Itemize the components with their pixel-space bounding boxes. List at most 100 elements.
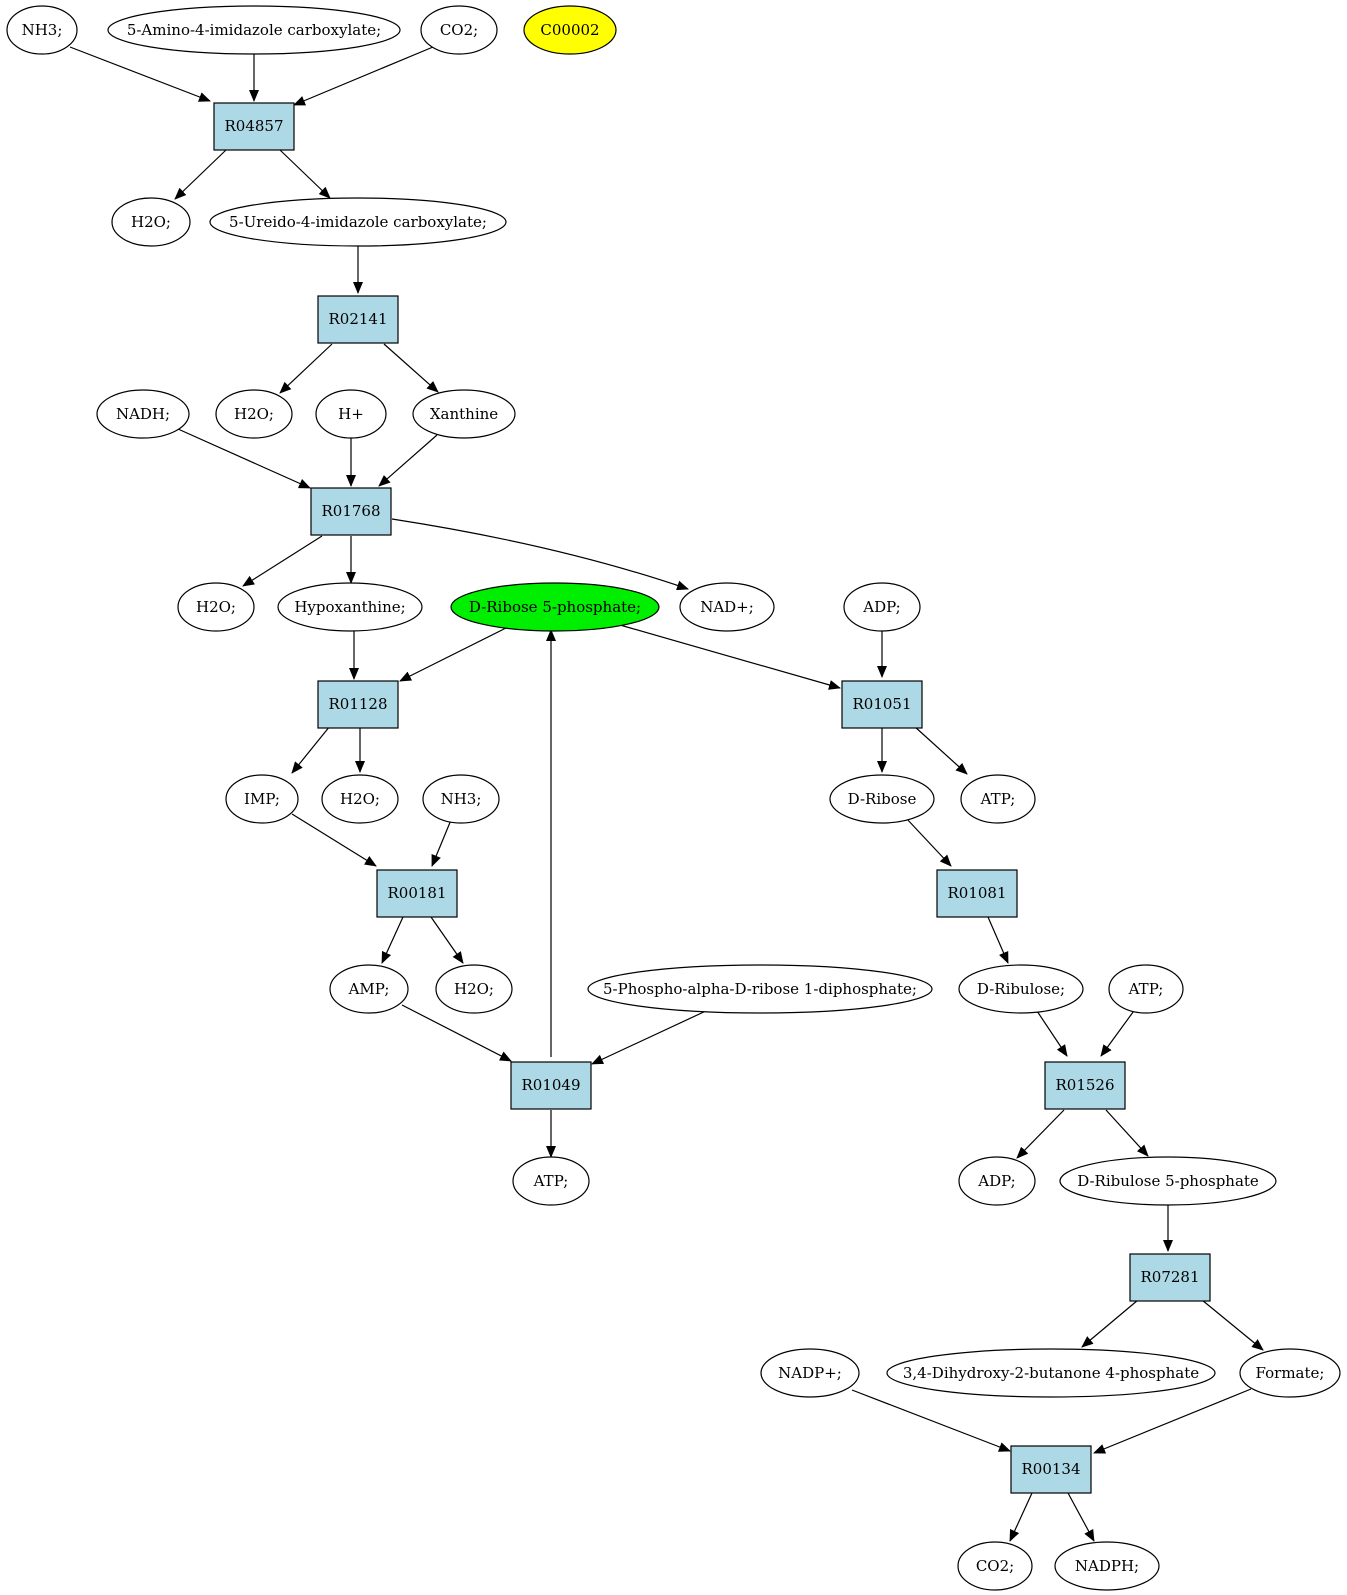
- reaction-label: R01128: [328, 695, 387, 713]
- compound-nh3-top[interactable]: NH3;: [6, 5, 78, 55]
- reaction-r01128[interactable]: R01128: [317, 680, 399, 729]
- compound-label: H2O;: [340, 790, 380, 808]
- compound-hypoxanthine[interactable]: Hypoxanthine;: [277, 582, 423, 632]
- compound-label: Xanthine: [430, 405, 498, 423]
- compound-h2o-1[interactable]: H2O;: [111, 197, 191, 247]
- reaction-r02141[interactable]: R02141: [317, 295, 399, 344]
- compound-nad-plus[interactable]: NAD+;: [679, 582, 775, 632]
- compound-label: D-Ribose: [848, 790, 917, 808]
- edge-r07281-to-formate: [1201, 1299, 1264, 1351]
- reaction-nodes: R04857 R02141 R01768 R01128 R01051 R0018…: [213, 102, 1211, 1494]
- compound-adp-1[interactable]: ADP;: [843, 582, 921, 632]
- compound-formate[interactable]: Formate;: [1239, 1348, 1341, 1398]
- compound-ureido-imidazole[interactable]: 5-Ureido-4-imidazole carboxylate;: [209, 197, 507, 247]
- compound-label: H+: [338, 405, 364, 423]
- reaction-label: R01051: [852, 695, 911, 713]
- edge-r00134-to-nadph: [1067, 1492, 1095, 1542]
- compound-c00002[interactable]: C00002: [523, 5, 617, 55]
- reaction-r01081[interactable]: R01081: [936, 869, 1018, 918]
- compound-label: NADPH;: [1075, 1557, 1139, 1575]
- compound-d-ribulose[interactable]: D-Ribulose;: [958, 964, 1084, 1014]
- compound-label: Hypoxanthine;: [294, 598, 405, 616]
- edge-r01526-to-dribulose5p: [1105, 1109, 1149, 1157]
- compound-imp[interactable]: IMP;: [225, 774, 299, 824]
- compound-atp-2[interactable]: ATP;: [1108, 964, 1184, 1014]
- compound-nh3-mid[interactable]: NH3;: [422, 774, 500, 824]
- compound-atp-3[interactable]: ATP;: [512, 1156, 590, 1206]
- reaction-r01768[interactable]: R01768: [310, 487, 392, 536]
- edge-r04857-to-ureido: [279, 149, 331, 199]
- compound-label: ATP;: [980, 790, 1016, 808]
- compound-co2-bottom[interactable]: CO2;: [957, 1541, 1033, 1591]
- compound-d-ribulose-5-phosphate[interactable]: D-Ribulose 5-phosphate: [1059, 1156, 1277, 1206]
- compound-nadph[interactable]: NADPH;: [1054, 1541, 1160, 1591]
- edge-xanthine-to-r01768: [378, 434, 438, 487]
- compound-d-ribose[interactable]: D-Ribose: [829, 774, 935, 824]
- compound-nadh[interactable]: NADH;: [96, 389, 190, 439]
- reaction-r04857[interactable]: R04857: [213, 102, 295, 151]
- reaction-r00134[interactable]: R00134: [1010, 1445, 1092, 1494]
- compound-h2o-5[interactable]: H2O;: [435, 964, 513, 1014]
- compound-label: CO2;: [976, 1557, 1014, 1575]
- compound-label: D-Ribulose;: [977, 980, 1065, 998]
- compound-label: Formate;: [1256, 1364, 1325, 1382]
- compound-h2o-3[interactable]: H2O;: [177, 582, 255, 632]
- compound-amino-imidazole[interactable]: 5-Amino-4-imidazole carboxylate;: [107, 5, 401, 55]
- compound-d-ribose-5-phosphate[interactable]: D-Ribose 5-phosphate;: [450, 582, 660, 632]
- edge-r01081-to-dribulose: [987, 916, 1009, 964]
- compound-label: NAD+;: [700, 598, 754, 616]
- compound-label: D-Ribose 5-phosphate;: [469, 598, 641, 616]
- compound-prpp[interactable]: 5-Phospho-alpha-D-ribose 1-diphosphate;: [587, 964, 933, 1014]
- edge-nadh-to-r01768: [177, 428, 311, 489]
- edge-r01128-to-imp: [291, 725, 331, 774]
- compound-label: 5-Amino-4-imidazole carboxylate;: [127, 21, 381, 39]
- edge-r02141-to-xanthine: [383, 343, 439, 393]
- edge-r01768-to-nad: [391, 518, 689, 591]
- edge-nh3-to-r04857: [69, 46, 211, 102]
- compound-co2-top[interactable]: CO2;: [420, 5, 498, 55]
- compound-nodes: NH3; 5-Amino-4-imidazole carboxylate; CO…: [6, 5, 1341, 1591]
- compound-label: ATP;: [533, 1172, 569, 1190]
- reaction-r01526[interactable]: R01526: [1044, 1061, 1126, 1110]
- compound-label: NADP+;: [778, 1364, 842, 1382]
- edge-dribulose-to-r01526: [1032, 1004, 1068, 1057]
- compound-label: NH3;: [441, 790, 482, 808]
- reaction-r00181[interactable]: R00181: [376, 869, 458, 918]
- compound-label: AMP;: [348, 980, 390, 998]
- compound-label: ADP;: [977, 1172, 1015, 1190]
- edge-imp-to-r00181: [291, 813, 377, 867]
- compound-xanthine[interactable]: Xanthine: [412, 389, 516, 439]
- edge-r01768-to-h2o: [242, 535, 323, 587]
- edge-r02141-to-h2o: [279, 343, 333, 394]
- edge-r07281-to-dhbp: [1081, 1299, 1139, 1348]
- reaction-label: R07281: [1140, 1268, 1199, 1286]
- compound-h2o-2[interactable]: H2O;: [215, 389, 293, 439]
- edge-nh3-to-r00181: [431, 819, 452, 867]
- reaction-r01051[interactable]: R01051: [841, 680, 923, 729]
- compound-dhbp[interactable]: 3,4-Dihydroxy-2-butanone 4-phosphate: [886, 1348, 1216, 1398]
- edge-ribose5p-to-r01128: [399, 626, 509, 682]
- reaction-label: R00134: [1021, 1460, 1080, 1478]
- compound-h-plus[interactable]: H+: [315, 389, 387, 439]
- reaction-label: R02141: [328, 310, 387, 328]
- edge-amp-to-r01049: [401, 1004, 512, 1062]
- compound-label: H2O;: [196, 598, 236, 616]
- compound-label: H2O;: [131, 213, 171, 231]
- edge-r01051-to-atp: [913, 725, 968, 775]
- compound-adp-2[interactable]: ADP;: [958, 1156, 1036, 1206]
- compound-label: CO2;: [440, 21, 478, 39]
- edge-r04857-to-h2o: [174, 149, 227, 200]
- compound-label: ADP;: [862, 598, 900, 616]
- edge-r00134-to-co2: [1009, 1492, 1033, 1542]
- edge-formate-to-r00134: [1093, 1388, 1252, 1454]
- compound-nadp-plus[interactable]: NADP+;: [760, 1348, 860, 1398]
- compound-h2o-4[interactable]: H2O;: [321, 774, 399, 824]
- compound-amp[interactable]: AMP;: [329, 964, 409, 1014]
- compound-atp-1[interactable]: ATP;: [960, 774, 1036, 824]
- edge-r00181-to-amp: [381, 916, 404, 964]
- reaction-label: R01526: [1055, 1076, 1114, 1094]
- reaction-r01049[interactable]: R01049: [510, 1061, 592, 1110]
- reaction-r07281[interactable]: R07281: [1129, 1253, 1211, 1302]
- compound-label: NADH;: [116, 405, 170, 423]
